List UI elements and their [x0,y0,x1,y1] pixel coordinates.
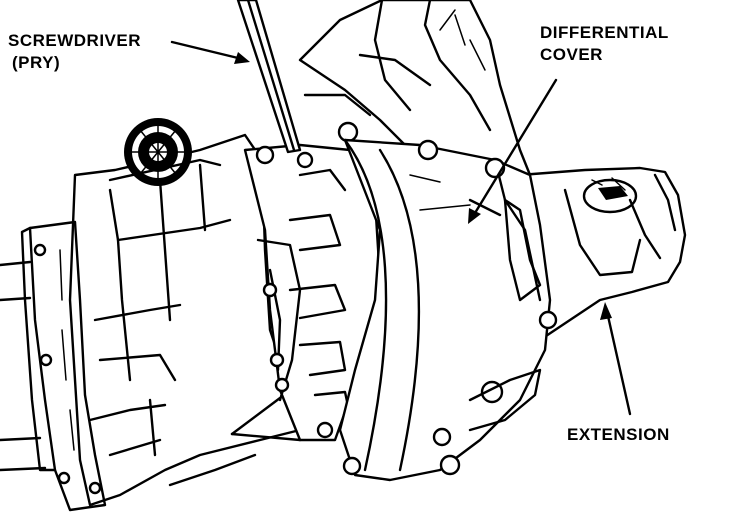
label-differential-cover: COVER [540,45,603,64]
leader-differential-cover [468,78,558,224]
differential-cover [338,138,558,482]
leader-extension [600,302,632,416]
gear-knob [108,118,222,186]
label-extension: EXTENSION [567,425,670,444]
label-differential: DIFFERENTIAL [540,23,669,42]
leader-screwdriver [170,40,250,64]
label-screwdriver: SCREWDRIVER [8,31,142,50]
leader-gap-marks [230,396,302,442]
label-screwdriver-pry: (PRY) [12,53,61,72]
upper-housing [298,0,532,197]
flange-ring [243,121,382,442]
screwdriver-tool [236,0,302,154]
